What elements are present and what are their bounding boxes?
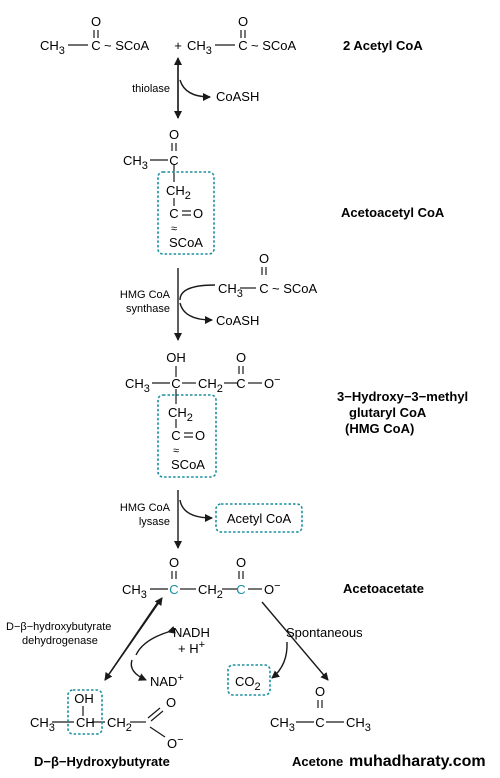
ch3-acetone-left: CH3 bbox=[270, 715, 295, 734]
label-acetoacetyl-coa: Acetoacetyl CoA bbox=[341, 205, 445, 220]
c-carboxyl-hmg: C bbox=[236, 376, 245, 391]
enzyme-dehydrogenase-line2: dehydrogenase bbox=[22, 635, 98, 647]
enzyme-hmg-synthase-line2: synthase bbox=[126, 303, 170, 315]
o-acetoacetyl: O bbox=[169, 127, 179, 142]
o-acetyl-input: O bbox=[259, 251, 269, 266]
ch2-hmg: CH2 bbox=[198, 376, 223, 395]
o-acetyl2: O bbox=[238, 14, 248, 29]
coash-release-arrow-1 bbox=[179, 79, 211, 101]
o-acetyl1: O bbox=[91, 14, 101, 29]
scoa-acetyl-input: ~ SCoA bbox=[272, 281, 317, 296]
acetyl-coa-product: Acetyl CoA bbox=[227, 511, 292, 526]
nadh-input-arc bbox=[135, 626, 176, 656]
tilde-acetoacetyl: ≈ bbox=[171, 223, 177, 235]
o-acetone: O bbox=[315, 684, 325, 699]
o-ketone-acetoacetate: O bbox=[169, 555, 179, 570]
tilde-hmg: ≈ bbox=[173, 445, 179, 457]
label-acetone: Acetone bbox=[292, 754, 343, 769]
highlight-box-acetoacetyl bbox=[157, 171, 215, 255]
ch2-branch-hmg: CH2 bbox=[168, 405, 193, 424]
oh-hydroxybutyrate: OH bbox=[74, 691, 94, 706]
oh-hmg: OH bbox=[166, 350, 186, 365]
label-hydroxybutyrate: D−β−Hydroxybutyrate bbox=[34, 754, 170, 769]
o-minus-acetoacetate: O− bbox=[264, 580, 281, 597]
label-hmg-line1: 3−Hydroxy−3−methyl bbox=[337, 389, 468, 404]
scoa-hmg: SCoA bbox=[171, 457, 205, 472]
scoa-acetyl2: ~ SCoA bbox=[251, 38, 296, 53]
spontaneous-arrow bbox=[261, 601, 329, 681]
ch3-acetoacetate: CH3 bbox=[122, 582, 147, 601]
nad-release-arrow bbox=[130, 659, 147, 681]
ch-hydroxybutyrate: CH bbox=[76, 715, 95, 730]
co2-release-arrow bbox=[271, 641, 288, 679]
nad-plus: NAD+ bbox=[150, 672, 184, 689]
label-2-acetyl-coa: 2 Acetyl CoA bbox=[343, 38, 423, 53]
plus-sign: + bbox=[174, 38, 182, 53]
o-carboxyl-acetoacetate: O bbox=[236, 555, 246, 570]
o2-acetoacetyl: O bbox=[193, 206, 203, 221]
ch3-acetyl2: CH3 bbox=[187, 38, 212, 57]
c2-acetoacetyl: C bbox=[169, 206, 178, 221]
ch2-hydroxybutyrate: CH2 bbox=[107, 715, 132, 734]
c-acetyl-input: C bbox=[259, 281, 268, 296]
label-spontaneous: Spontaneous bbox=[286, 625, 363, 640]
nadh: NADH bbox=[173, 625, 210, 640]
enzyme-hmg-lyase-line2: lysase bbox=[139, 516, 170, 528]
c2-hmg: C bbox=[171, 428, 180, 443]
c-acetyl1: C bbox=[91, 38, 100, 53]
c-ketone-acetoacetate: C bbox=[169, 582, 178, 597]
label-acetoacetate: Acetoacetate bbox=[343, 581, 424, 596]
highlight-box-hydroxybutyrate bbox=[67, 689, 103, 735]
c-acetyl2: C bbox=[238, 38, 247, 53]
c-acetone: C bbox=[315, 715, 324, 730]
coash-release-arrow-2 bbox=[179, 302, 213, 324]
ch3-acetone-right: CH3 bbox=[346, 715, 371, 734]
o2-hmg: O bbox=[195, 428, 205, 443]
enzyme-thiolase: thiolase bbox=[132, 83, 170, 95]
c-hmg: C bbox=[171, 376, 180, 391]
acetyl-coa-input-arc bbox=[179, 284, 216, 301]
ch3-acetoacetyl: CH3 bbox=[123, 153, 148, 172]
acetyl-coa-box bbox=[215, 503, 303, 533]
enzyme-hmg-lyase-line1: HMG CoA bbox=[120, 502, 171, 514]
label-hmg-line3: (HMG CoA) bbox=[345, 421, 414, 436]
ch3-acetyl1: CH3 bbox=[40, 38, 65, 57]
ch3-hmg: CH3 bbox=[125, 376, 150, 395]
scoa-acetoacetyl: SCoA bbox=[169, 235, 203, 250]
ch2-acetoacetate: CH2 bbox=[198, 582, 223, 601]
co2-box bbox=[227, 664, 271, 696]
c-acetoacetyl: C bbox=[169, 153, 178, 168]
enzyme-hmg-synthase-line1: HMG CoA bbox=[120, 289, 171, 301]
scoa-acetyl1: ~ SCoA bbox=[104, 38, 149, 53]
coash-product-1: CoASH bbox=[216, 89, 259, 104]
o-minus-hydroxybutyrate: O− bbox=[167, 734, 184, 751]
acetyl-coa-release-arrow bbox=[179, 499, 213, 522]
h-plus: + H+ bbox=[178, 639, 205, 656]
highlight-box-hmg bbox=[157, 394, 217, 478]
label-hmg-line2: glutaryl CoA bbox=[349, 405, 427, 420]
coash-product-2: CoASH bbox=[216, 313, 259, 328]
c-carboxyl-acetoacetate: C bbox=[236, 582, 245, 597]
ch3-acetyl-input: CH3 bbox=[218, 281, 243, 300]
enzyme-dehydrogenase-line1: D−β−hydroxybutyrate bbox=[6, 621, 111, 633]
ch2-acetoacetyl: CH2 bbox=[166, 183, 191, 202]
co2-product: CO2 bbox=[235, 674, 261, 693]
o-carboxyl-hmg: O bbox=[236, 350, 246, 365]
o-minus-hmg: O− bbox=[264, 374, 281, 391]
o-hydroxybutyrate: O bbox=[166, 695, 176, 710]
ch3-hydroxybutyrate: CH3 bbox=[30, 715, 55, 734]
watermark: muhadharaty.com bbox=[349, 753, 486, 770]
